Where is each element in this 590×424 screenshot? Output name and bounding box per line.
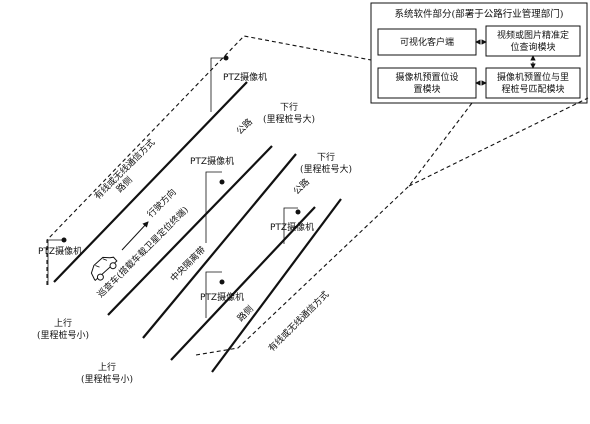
module-query-label-1: 视频或图片精准定	[497, 29, 569, 41]
system-panel: 系统软件部分(部署于公路行业管理部门) 可视化客户端 视频或图片精准定 位查询模…	[370, 2, 588, 104]
car-window-divider-rear	[102, 258, 108, 261]
up-lower-line1: 上行	[98, 361, 116, 373]
car-icon	[90, 256, 118, 282]
highway-label-upper: 公路	[234, 116, 255, 137]
camera-top: PTZ摄像机	[210, 55, 267, 112]
up-upper-line2: (里程桩号小)	[37, 329, 89, 341]
highway-label-lower: 公路	[291, 176, 312, 197]
camera-left-label: PTZ摄像机	[38, 245, 82, 257]
camera-middle-pole	[205, 171, 222, 243]
road-edge-lower	[211, 198, 342, 373]
camera-bottom-icon	[219, 279, 225, 285]
median-label: 中央隔离带	[168, 244, 208, 284]
road-lane-line-3	[170, 206, 316, 361]
driving-direction-arrow	[121, 221, 149, 251]
road-edge-upper	[53, 81, 248, 283]
car-wheel-rear-icon	[109, 262, 117, 270]
comm-boundary-right-branch	[408, 97, 589, 187]
camera-left-icon	[61, 237, 67, 243]
camera-top-pole	[210, 57, 226, 112]
comm-label-bottom: 有线或无线通信方式	[266, 288, 332, 354]
car-wheel-front-icon	[96, 273, 104, 281]
module-preset-set-label-1: 摄像机预置位设	[395, 71, 458, 83]
module-preset-match-label-2: 程桩号匹配模块	[501, 83, 564, 95]
car-window-divider	[95, 265, 100, 268]
patrol-vehicle	[90, 256, 118, 282]
camera-bottom: PTZ摄像机	[200, 271, 244, 318]
down-lower-line1: 下行	[317, 151, 335, 163]
camera-right-label: PTZ摄像机	[270, 221, 314, 233]
module-preset-match-box	[485, 67, 581, 99]
module-query-label-2: 位查询模块	[510, 41, 555, 53]
comm-boundary-top	[46, 35, 372, 285]
camera-right-pole	[283, 207, 298, 244]
roadside-label-lower: 路侧	[235, 303, 256, 324]
camera-bottom-pole	[205, 271, 222, 318]
camera-left: PTZ摄像机	[38, 237, 82, 285]
camera-bottom-label: PTZ摄像机	[200, 291, 244, 303]
road-lane-line-1	[107, 145, 273, 316]
down-upper-line2: (里程桩号大)	[263, 113, 315, 125]
camera-middle-label: PTZ摄像机	[190, 155, 234, 167]
camera-right: PTZ摄像机	[270, 207, 314, 244]
camera-right-icon	[295, 209, 301, 215]
module-preset-set-label-2: 置模块	[413, 83, 440, 95]
module-preset-match-label-1: 摄像机预置位与里	[497, 71, 569, 83]
camera-top-label: PTZ摄像机	[223, 71, 267, 83]
up-upper-line1: 上行	[54, 317, 72, 329]
vehicle-label: 巡查车(搭载车载卫星定位终端)	[95, 204, 191, 300]
module-client-box	[377, 28, 477, 56]
road-lane-line-2	[142, 153, 297, 339]
system-panel-title: 系统软件部分(部署于公路行业管理部门)	[395, 8, 564, 20]
camera-left-pole	[47, 239, 64, 285]
comm-boundary-right	[195, 102, 473, 356]
down-upper-line1: 下行	[280, 101, 298, 113]
down-lower-line2: (里程桩号大)	[300, 163, 352, 175]
module-client-label: 可视化客户端	[400, 36, 454, 48]
camera-top-icon	[223, 55, 229, 61]
camera-middle-icon	[219, 179, 225, 185]
camera-middle: PTZ摄像机	[190, 155, 234, 243]
up-lower-line2: (里程桩号小)	[81, 373, 133, 385]
